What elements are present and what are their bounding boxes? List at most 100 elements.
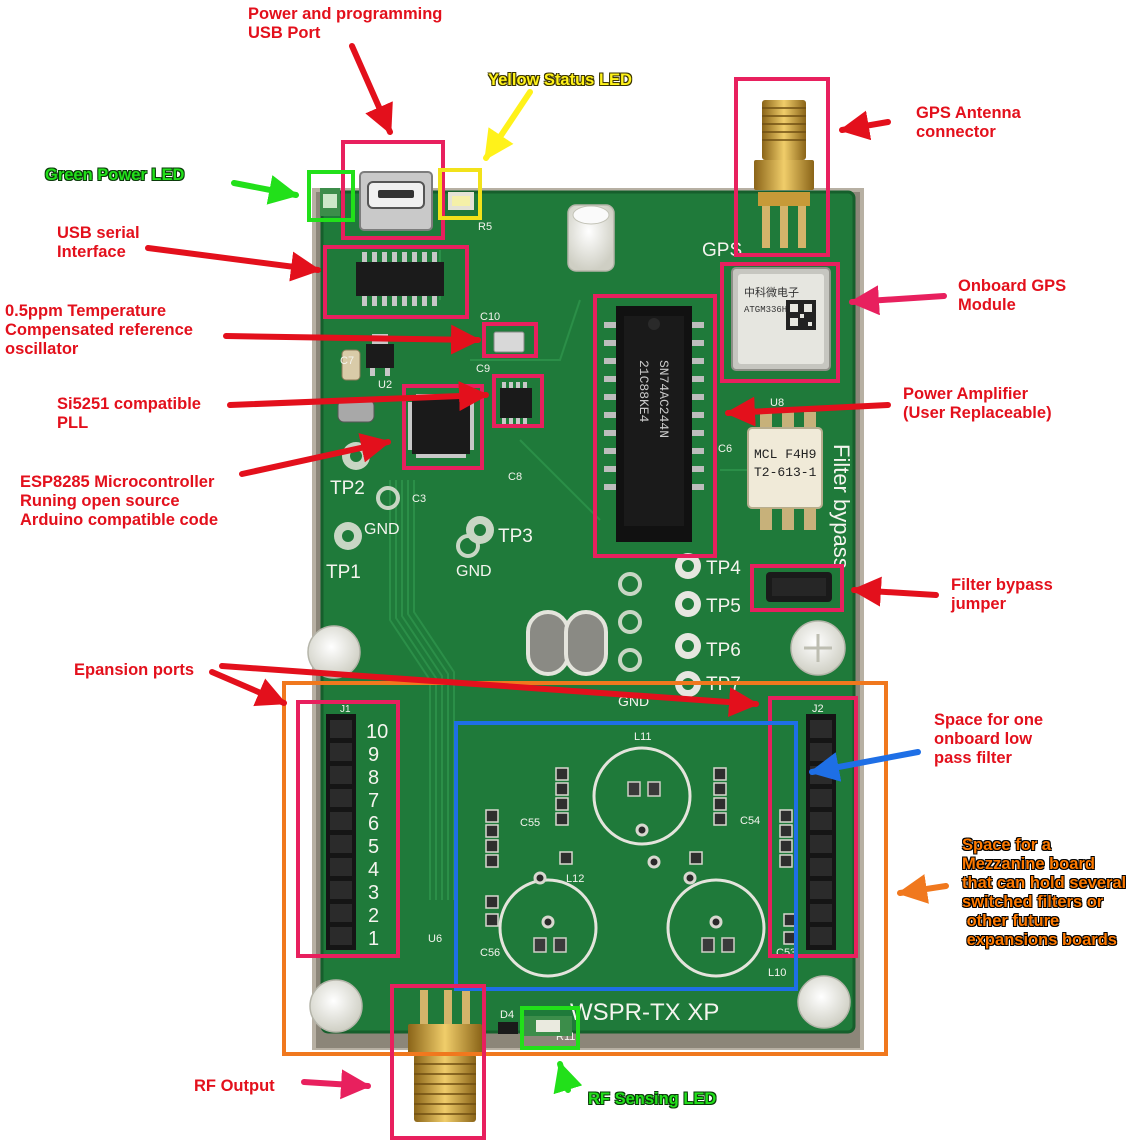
highlight-green-led: [307, 170, 355, 222]
highlight-tcxo: [482, 322, 538, 358]
expansion-header-j2: [806, 714, 836, 950]
arrow-green-led: [231, 175, 299, 205]
capacitor-c7: [341, 349, 361, 381]
highlight-filter-jumper: [750, 564, 844, 612]
silk-tp5: TP5: [706, 596, 741, 617]
pin-number: 7: [368, 790, 379, 812]
highlight-expansion-j1: [296, 700, 400, 958]
diode-d4: [498, 1022, 518, 1034]
silk-c10: C10: [480, 311, 500, 323]
silk-r5: R5: [478, 221, 492, 233]
gps-antenna-sma: [754, 100, 814, 248]
mounting-slots: [526, 610, 608, 676]
arrow-filter-jumper: [851, 576, 939, 607]
pin-number: 8: [368, 767, 379, 789]
green-power-led: [320, 188, 340, 216]
label-mcu: ESP8285 Microcontroller Runing open sour…: [20, 473, 219, 529]
silk-tp2: TP2: [330, 478, 365, 499]
silk-l10: L10: [768, 967, 786, 979]
silk-u8: U8: [770, 397, 784, 409]
label-mezzanine: Space for a Mezzanine board that can hol…: [962, 836, 1127, 949]
silk-filter-bypass: Filter bypass: [829, 444, 854, 569]
arrow-expansion-j1: [209, 669, 287, 707]
silk-c9: C9: [476, 363, 490, 375]
pin-number: 2: [368, 905, 379, 927]
highlight-lpf-space: [454, 721, 798, 991]
silk-tp3: TP3: [498, 526, 533, 547]
pin-number: 3: [368, 882, 379, 904]
tcxo-oscillator: [493, 331, 525, 353]
arrow-pll: [227, 381, 489, 412]
standoff-left: [307, 625, 361, 679]
highlight-gps-antenna: [734, 77, 830, 257]
toroid-pads: [533, 781, 735, 953]
silk-j2: J2: [812, 703, 824, 715]
power-amplifier-dip: 21C88KE4 SN74AC244N: [604, 306, 704, 542]
arrow-mezzanine: [897, 874, 949, 904]
label-usb-serial: USB serial Interface: [57, 224, 140, 261]
lpf-footprint: [498, 746, 766, 978]
pin-number: 1: [368, 928, 379, 950]
expansion-header-j1: [326, 714, 356, 950]
silk-tp1: TP1: [326, 562, 361, 583]
silk-board-name: WSPR-TX XP: [570, 999, 719, 1026]
label-tcxo: 0.5ppm Temperature Compensated reference…: [5, 302, 193, 358]
test-point-tp4: [675, 553, 701, 579]
yellow-status-led: [448, 192, 474, 210]
pin-number: 5: [368, 836, 379, 858]
arrow-power-amp: [725, 396, 891, 427]
pin-numbers-j1: 10 9 8 7 6 5 4 3 2 1: [366, 721, 388, 950]
highlight-mezzanine-area: [282, 681, 888, 1056]
test-point-tp3: [466, 516, 494, 544]
silk-c7: C7: [340, 355, 354, 367]
highlight-power-amp: [593, 294, 717, 558]
pin-number: 10: [366, 721, 388, 743]
ground-test-points: [618, 572, 642, 672]
filter-marking-1: MCL F4H9: [754, 447, 816, 462]
test-point-gnd1: [376, 486, 400, 510]
highlight-pll: [492, 374, 544, 428]
label-power-amp: Power Amplifier (User Replaceable): [903, 385, 1052, 422]
silk-c3: C3: [412, 493, 426, 505]
arrow-gps-antenna: [839, 110, 891, 141]
silk-u6: U6: [428, 933, 442, 945]
silk-j1: J1: [340, 704, 351, 715]
pa-chip-marking-1: 21C88KE4: [636, 360, 651, 423]
filter-block: MCL F4H9 T2-613-1: [747, 412, 823, 530]
highlight-rf-led: [520, 1006, 580, 1050]
arrow-rf-output: [301, 1069, 371, 1100]
arrow-yellow-led: [483, 89, 533, 161]
label-lpf-space: Space for one onboard low pass filter: [934, 711, 1044, 767]
silk-u2: U2: [378, 379, 392, 391]
arrow-tcxo: [223, 324, 481, 355]
esp8285-chip: [408, 394, 474, 458]
highlight-usb-serial: [323, 245, 469, 319]
silk-c6: C6: [718, 443, 732, 455]
cap-footprints: [485, 767, 797, 945]
silk-c8: C8: [508, 471, 522, 483]
pll-chip: [500, 382, 532, 424]
label-expansion-ports: Epansion ports: [74, 661, 195, 679]
usb-connector: [359, 171, 433, 231]
gps-module-marking-1: 中科微电子: [744, 285, 799, 299]
usb-serial-ic: [356, 252, 444, 306]
label-rf-led: RF Sensing LED: [588, 1090, 717, 1108]
silk-gps: GPS: [702, 240, 742, 261]
test-point-tp5: [675, 591, 701, 617]
pin-number: 4: [368, 859, 379, 881]
gps-module: 中科微电子 ATGM336H: [731, 267, 831, 371]
arrow-gps-module: [849, 285, 947, 316]
standoff-top: [567, 204, 615, 272]
standoff-bottom-right: [797, 975, 851, 1029]
highlight-expansion-j2: [768, 696, 858, 958]
arrow-usb-port: [349, 43, 393, 135]
arrow-lpf-space: [809, 749, 921, 782]
silk-tp4: TP4: [706, 558, 741, 579]
highlight-gps-module: [720, 262, 840, 383]
test-point-gnd2: [456, 534, 480, 558]
arrow-mcu: [239, 433, 391, 477]
test-point-tp1: [334, 522, 362, 550]
highlight-usb-port: [341, 140, 445, 240]
silk-l11: L11: [634, 731, 652, 743]
